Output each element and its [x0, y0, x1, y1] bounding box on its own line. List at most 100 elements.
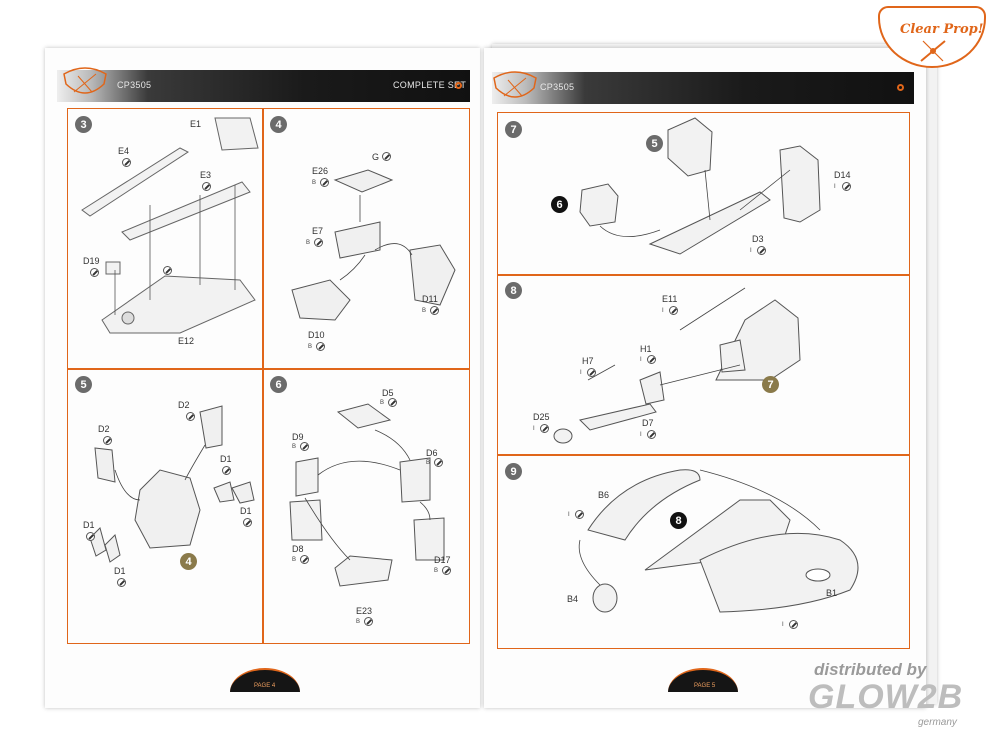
marker-b: B [312, 180, 317, 186]
step-5-label-d1b: D1 [240, 506, 252, 516]
marker-i: I [640, 357, 642, 363]
left-step-grid [67, 108, 470, 644]
glue-icon [382, 152, 391, 161]
step-8-ref-badge: 7 [762, 376, 779, 393]
glue-icon [587, 368, 596, 377]
step-3-label-d19: D19 [83, 256, 100, 266]
step-6-label-d5: D5 [382, 388, 394, 398]
step-9-ref-badge: 8 [670, 512, 687, 529]
step-7-badge: 7 [505, 121, 522, 138]
marker-i: I [834, 184, 836, 190]
glue-icon [117, 578, 126, 587]
step-4-label-d11: D11 [422, 294, 438, 304]
marker-i: I [580, 370, 582, 376]
glue-icon [122, 158, 131, 167]
step-6-label-d6: D6 [426, 448, 438, 458]
glue-icon [575, 510, 584, 519]
right-header-code: CP3505 [540, 82, 575, 92]
glue-icon [300, 442, 309, 451]
glue-icon [442, 566, 451, 575]
left-header-dot-icon [455, 82, 462, 89]
glue-icon [243, 518, 252, 527]
glue-icon [647, 355, 656, 364]
glue-icon [222, 466, 231, 475]
left-grid-hdivider [67, 368, 470, 370]
step-8-label-e11: E11 [662, 294, 678, 304]
step-9-label-b6: B6 [598, 490, 610, 500]
marker-i: I [640, 432, 642, 438]
glue-icon [314, 238, 323, 247]
glue-icon [647, 430, 656, 439]
marker-i: I [750, 248, 752, 254]
step-4-label-g: G [372, 152, 380, 162]
step-8-label-d25: D25 [533, 412, 550, 422]
glue-icon [669, 306, 678, 315]
right-grid-hdivider-2 [497, 454, 910, 456]
step-5-label-d2b: D2 [98, 424, 110, 434]
left-header-title: COMPLETE SET [393, 80, 467, 90]
step-6-label-d9: D9 [292, 432, 304, 442]
marker-b: B [426, 460, 431, 466]
step-4-label-e7: E7 [312, 226, 324, 236]
glue-icon [316, 342, 325, 351]
step-8-label-d7: D7 [642, 418, 654, 428]
step-9-badge: 9 [505, 463, 522, 480]
right-page-number: PAGE 5 [694, 683, 716, 689]
marker-b: B [308, 344, 313, 350]
step-5-label-d1a: D1 [220, 454, 232, 464]
step-4-label-d10: D10 [308, 330, 325, 340]
step-6-label-e23: E23 [356, 606, 373, 616]
step-6-badge: 6 [270, 376, 287, 393]
right-header-dot-icon [897, 84, 904, 91]
left-brand-logo-icon [63, 67, 107, 94]
glue-icon [842, 182, 851, 191]
watermark-line3: germany [918, 717, 957, 728]
watermark-line2: GLOW2B [808, 678, 964, 716]
step-6-label-d8: D8 [292, 544, 304, 554]
step-6-label-d17: D17 [434, 555, 451, 565]
distributor-watermark: distributed by GLOW2B germany [808, 660, 988, 740]
glue-icon [430, 306, 439, 315]
step-4-label-e26: E26 [312, 166, 329, 176]
glue-icon [90, 268, 99, 277]
marker-b: B [306, 240, 311, 246]
right-page-header: CP3505 [492, 72, 914, 104]
step-4-badge: 4 [270, 116, 287, 133]
watermark-line1: distributed by [814, 660, 927, 679]
glue-icon [103, 436, 112, 445]
step-9-label-b4: B4 [567, 594, 579, 604]
glue-icon [540, 424, 549, 433]
step-8-label-h7: H7 [582, 356, 594, 366]
step-9-label-b1: B1 [826, 588, 838, 598]
marker-b: B [422, 308, 427, 314]
right-brand-logo-icon [493, 71, 537, 98]
step-3-badge: 3 [75, 116, 92, 133]
right-grid-hdivider-1 [497, 274, 910, 276]
step-5-label-d1c: D1 [83, 520, 95, 530]
step-5-label-d1d: D1 [114, 566, 126, 576]
glue-icon [86, 532, 95, 541]
marker-b: B [380, 400, 385, 406]
propeller-icon [920, 40, 946, 62]
marker-i: I [782, 622, 784, 628]
marker-b: B [292, 557, 297, 563]
glue-icon [757, 246, 766, 255]
step-5-label-d2a: D2 [178, 400, 190, 410]
glue-icon [388, 398, 397, 407]
step-5-ref-badge: 4 [180, 553, 197, 570]
left-header-code: CP3505 [117, 80, 152, 90]
marker-i: I [568, 512, 570, 518]
glue-icon [434, 458, 443, 467]
step-7-ref6-badge: 6 [551, 196, 568, 213]
step-3-label-e3: E3 [200, 170, 212, 180]
glue-icon [789, 620, 798, 629]
glue-icon [300, 555, 309, 564]
right-step-grid [497, 112, 910, 649]
step-7-label-d3: D3 [752, 234, 764, 244]
marker-b: B [292, 444, 297, 450]
left-page-number: PAGE 4 [254, 683, 276, 689]
left-grid-vdivider [262, 108, 264, 644]
step-5-badge: 5 [75, 376, 92, 393]
marker-b: B [434, 568, 439, 574]
left-page-header: CP3505 COMPLETE SET [57, 70, 470, 102]
